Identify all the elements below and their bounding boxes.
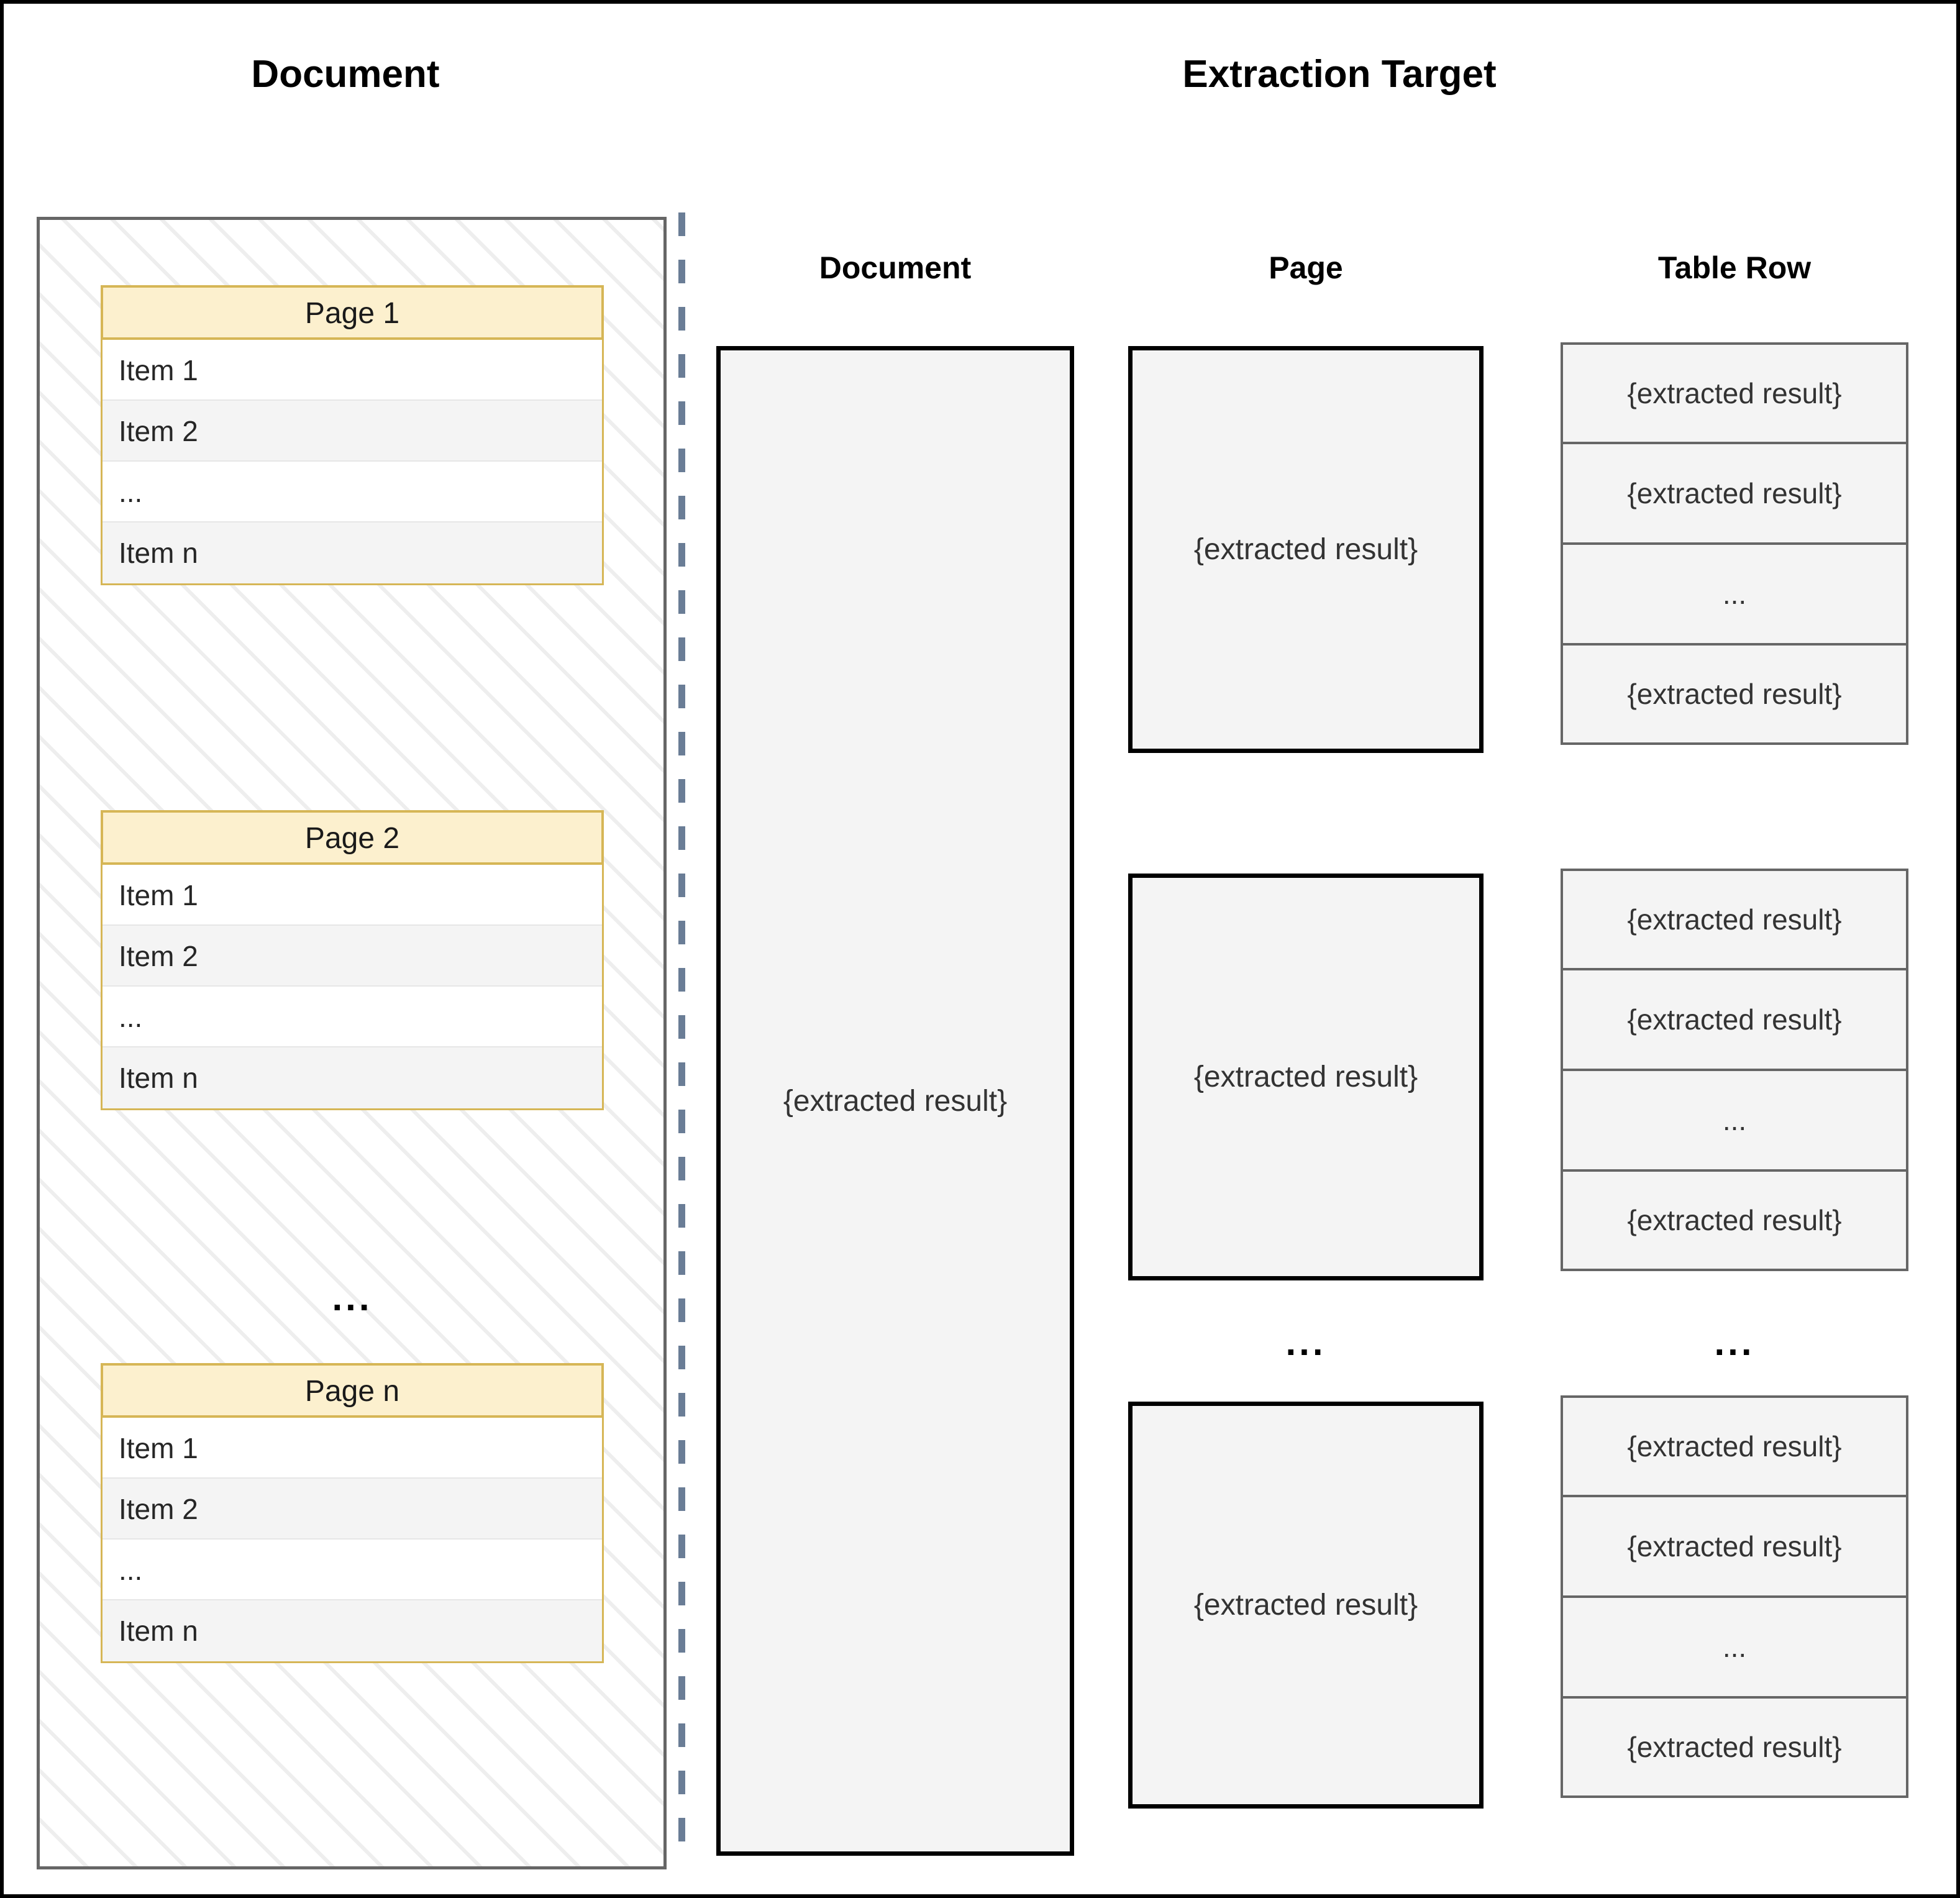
table-row-group: {extracted result} {extracted result} ..… [1561, 342, 1908, 745]
column-header-document: Document [819, 250, 972, 285]
table-row-ellipsis: ... [1561, 1070, 1908, 1170]
table-row: {extracted result} [1561, 869, 1908, 969]
page-result-box: {extracted result} [1128, 346, 1484, 753]
column-header-page: Page [1269, 250, 1343, 285]
table-row-group: {extracted result} {extracted result} ..… [1561, 869, 1908, 1271]
page-header: Page 2 [101, 810, 604, 865]
vertical-dashed-divider [678, 212, 685, 1865]
table-row: {extracted result} [1561, 443, 1908, 544]
table-row: {extracted result} [1561, 969, 1908, 1070]
page-item-list: Item 1 Item 2 ... Item n [101, 1418, 604, 1663]
list-item: Item 1 [103, 340, 602, 401]
table-row-ellipsis: ... [1561, 544, 1908, 644]
table-row-group: {extracted result} {extracted result} ..… [1561, 1395, 1908, 1798]
document-result-box: {extracted result} [716, 346, 1074, 1856]
list-item: Item 2 [103, 401, 602, 462]
table-row: {extracted result} [1561, 1496, 1908, 1597]
table-row: {extracted result} [1561, 342, 1908, 443]
page-header: Page n [101, 1363, 604, 1418]
page-column-ellipsis: ... [1285, 1321, 1326, 1363]
list-item: Item 1 [103, 865, 602, 926]
list-item: Item n [103, 1600, 602, 1661]
page-header: Page 1 [101, 285, 604, 340]
page-block: Page 2 Item 1 Item 2 ... Item n [101, 810, 604, 1110]
table-row-column-ellipsis: ... [1714, 1321, 1755, 1363]
page-item-list: Item 1 Item 2 ... Item n [101, 340, 604, 585]
table-row: {extracted result} [1561, 1170, 1908, 1271]
list-item-ellipsis: ... [103, 987, 602, 1047]
page-result-box: {extracted result} [1128, 1402, 1484, 1809]
list-item-ellipsis: ... [103, 462, 602, 522]
page-title-extraction-target: Extraction Target [1182, 53, 1497, 96]
column-header-table-row: Table Row [1657, 250, 1812, 285]
pages-ellipsis: ... [332, 1277, 373, 1318]
page-title-document: Document [251, 53, 440, 96]
table-row: {extracted result} [1561, 1697, 1908, 1798]
table-row: {extracted result} [1561, 1395, 1908, 1496]
list-item: Item n [103, 522, 602, 583]
table-row: {extracted result} [1561, 644, 1908, 745]
list-item: Item 2 [103, 1479, 602, 1540]
page-result-box: {extracted result} [1128, 874, 1484, 1280]
page-block: Page 1 Item 1 Item 2 ... Item n [101, 285, 604, 585]
page-item-list: Item 1 Item 2 ... Item n [101, 865, 604, 1110]
list-item-ellipsis: ... [103, 1540, 602, 1600]
list-item: Item n [103, 1047, 602, 1108]
list-item: Item 1 [103, 1418, 602, 1479]
page-block: Page n Item 1 Item 2 ... Item n [101, 1363, 604, 1663]
document-container: Page 1 Item 1 Item 2 ... Item n Page 2 I… [37, 217, 667, 1869]
table-row-ellipsis: ... [1561, 1597, 1908, 1697]
list-item: Item 2 [103, 926, 602, 987]
